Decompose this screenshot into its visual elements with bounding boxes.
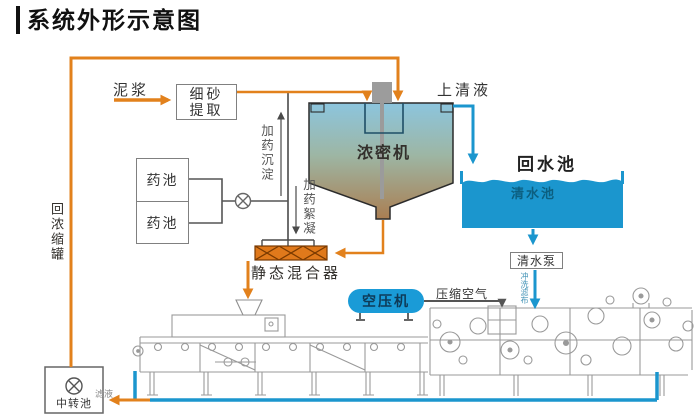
chemical-pool-lower-box: 药池 xyxy=(136,201,189,244)
sand-extraction-label-line1: 细砂 xyxy=(189,86,224,102)
thickener-outlet-pipe xyxy=(334,220,385,259)
belt-roller-row xyxy=(153,342,406,352)
blue-pipes xyxy=(133,104,659,402)
chemical-pool-upper-box: 药池 xyxy=(136,158,189,201)
chemical-lines xyxy=(189,93,507,308)
flush-filter-cloth-label: 冲洗滤布 xyxy=(520,272,529,304)
chemical-pool-lower-label: 药池 xyxy=(146,214,179,231)
clear-water-pump-label: 清水泵 xyxy=(516,254,556,268)
transfer-pool-label: 中转池 xyxy=(56,398,92,410)
air-compressor-body xyxy=(348,289,424,321)
filtrate-label: 滤液 xyxy=(95,389,114,399)
sand-extraction-label-line2: 提取 xyxy=(189,102,224,118)
return-water-pool xyxy=(460,171,624,228)
filtrate-collection-pipe xyxy=(133,371,659,402)
air-compressor-label: 空压机 xyxy=(362,293,410,309)
slurry-label: 泥浆 xyxy=(113,82,150,99)
return-water-pool-label: 回水池 xyxy=(517,155,577,174)
supernatant-pipe xyxy=(453,104,479,165)
belt-filter-press-drawing xyxy=(132,287,694,396)
press-rollers xyxy=(432,287,694,366)
static-mixer-label: 静态混合器 xyxy=(251,265,342,282)
dosing-pump-icon xyxy=(234,192,252,210)
clear-water-pool-label: 清水池 xyxy=(511,186,557,201)
supernatant-label: 上清液 xyxy=(437,82,492,99)
static-mixer-body xyxy=(254,245,328,261)
return-loop-pipe xyxy=(69,56,404,367)
feed-well xyxy=(364,103,404,134)
compressed-air-line xyxy=(424,298,507,308)
transfer-pump-icon xyxy=(65,377,83,395)
dosing-flocculation-label: 加药絮凝 xyxy=(301,178,315,236)
mixer-manifold xyxy=(261,239,315,246)
sand-to-thickener-pipe xyxy=(237,90,373,102)
corner-notch-right xyxy=(440,103,454,113)
corner-notch-left xyxy=(310,103,325,113)
thickener-tank xyxy=(308,82,454,220)
page-title: 系统外形示意图 xyxy=(16,6,202,34)
chemical-pool-upper-label: 药池 xyxy=(146,172,179,188)
thickener-label: 浓密机 xyxy=(356,145,411,162)
agitator-motor xyxy=(372,82,392,103)
return-concentration-label: 回浓缩罐 xyxy=(49,202,64,262)
compressed-air-label: 压缩空气 xyxy=(436,287,489,301)
clear-water-pump-box: 清水泵 xyxy=(510,252,563,269)
chemical-pool-connectors xyxy=(189,178,288,224)
orange-pipes xyxy=(69,56,404,406)
sand-extraction-box: 细砂 提取 xyxy=(176,84,237,120)
dosing-sedimentation-label: 加药沉淀 xyxy=(259,124,273,182)
agitator-shaft xyxy=(380,103,384,199)
